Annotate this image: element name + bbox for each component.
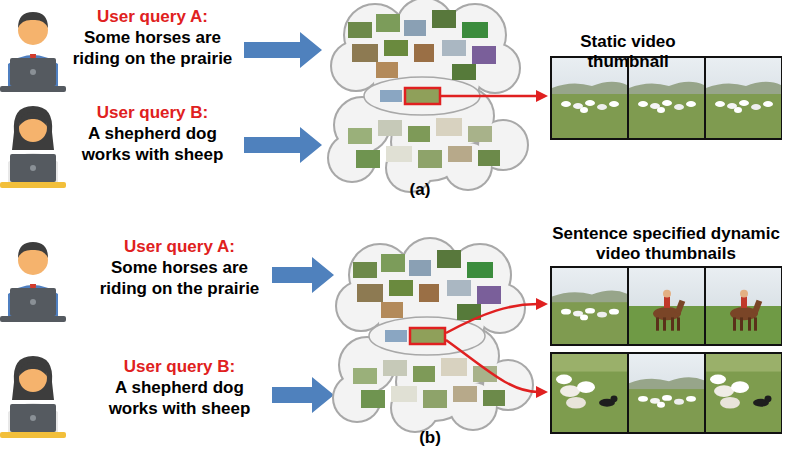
- query-arrow: [272, 257, 334, 293]
- arrow-head: [536, 298, 548, 310]
- query-text: A shepherd dog works with sheep: [92, 377, 267, 419]
- thumbnail-strip: [550, 266, 782, 346]
- query-heading: User query A:: [65, 6, 240, 27]
- query-arrow: [244, 32, 322, 68]
- pointer-arrow: [446, 340, 538, 392]
- query-heading: User query B:: [92, 356, 267, 377]
- user-icon: [0, 242, 66, 322]
- thumbnail-caption: Static video thumbnail: [540, 32, 716, 72]
- query-block: User query B:A shepherd dog works with s…: [65, 102, 240, 165]
- arrow-head: [536, 386, 548, 398]
- query-text: Some horses are riding on the prairie: [92, 257, 267, 299]
- query-text: Some horses are riding on the prairie: [65, 27, 240, 69]
- query-arrow: [272, 377, 334, 413]
- query-heading: User query B:: [65, 102, 240, 123]
- user-icon: [0, 106, 66, 188]
- user-icon: [0, 356, 66, 438]
- panel-label: (a): [400, 180, 440, 200]
- arrow-head: [536, 90, 548, 102]
- thumbnail-caption: Sentence specified dynamic video thumbna…: [545, 224, 787, 264]
- query-block: User query A:Some horses are riding on t…: [65, 6, 240, 69]
- query-block: User query A:Some horses are riding on t…: [92, 236, 267, 299]
- query-arrow: [244, 127, 322, 163]
- thumbnail-strip: [550, 352, 782, 434]
- pointer-arrow: [441, 95, 538, 98]
- query-text: A shepherd dog works with sheep: [65, 123, 240, 165]
- user-icon: [0, 12, 66, 92]
- query-heading: User query A:: [92, 236, 267, 257]
- video-cloud: [334, 239, 532, 431]
- query-block: User query B:A shepherd dog works with s…: [92, 356, 267, 419]
- pointer-arrow: [446, 304, 538, 333]
- panel-label: (b): [410, 428, 450, 448]
